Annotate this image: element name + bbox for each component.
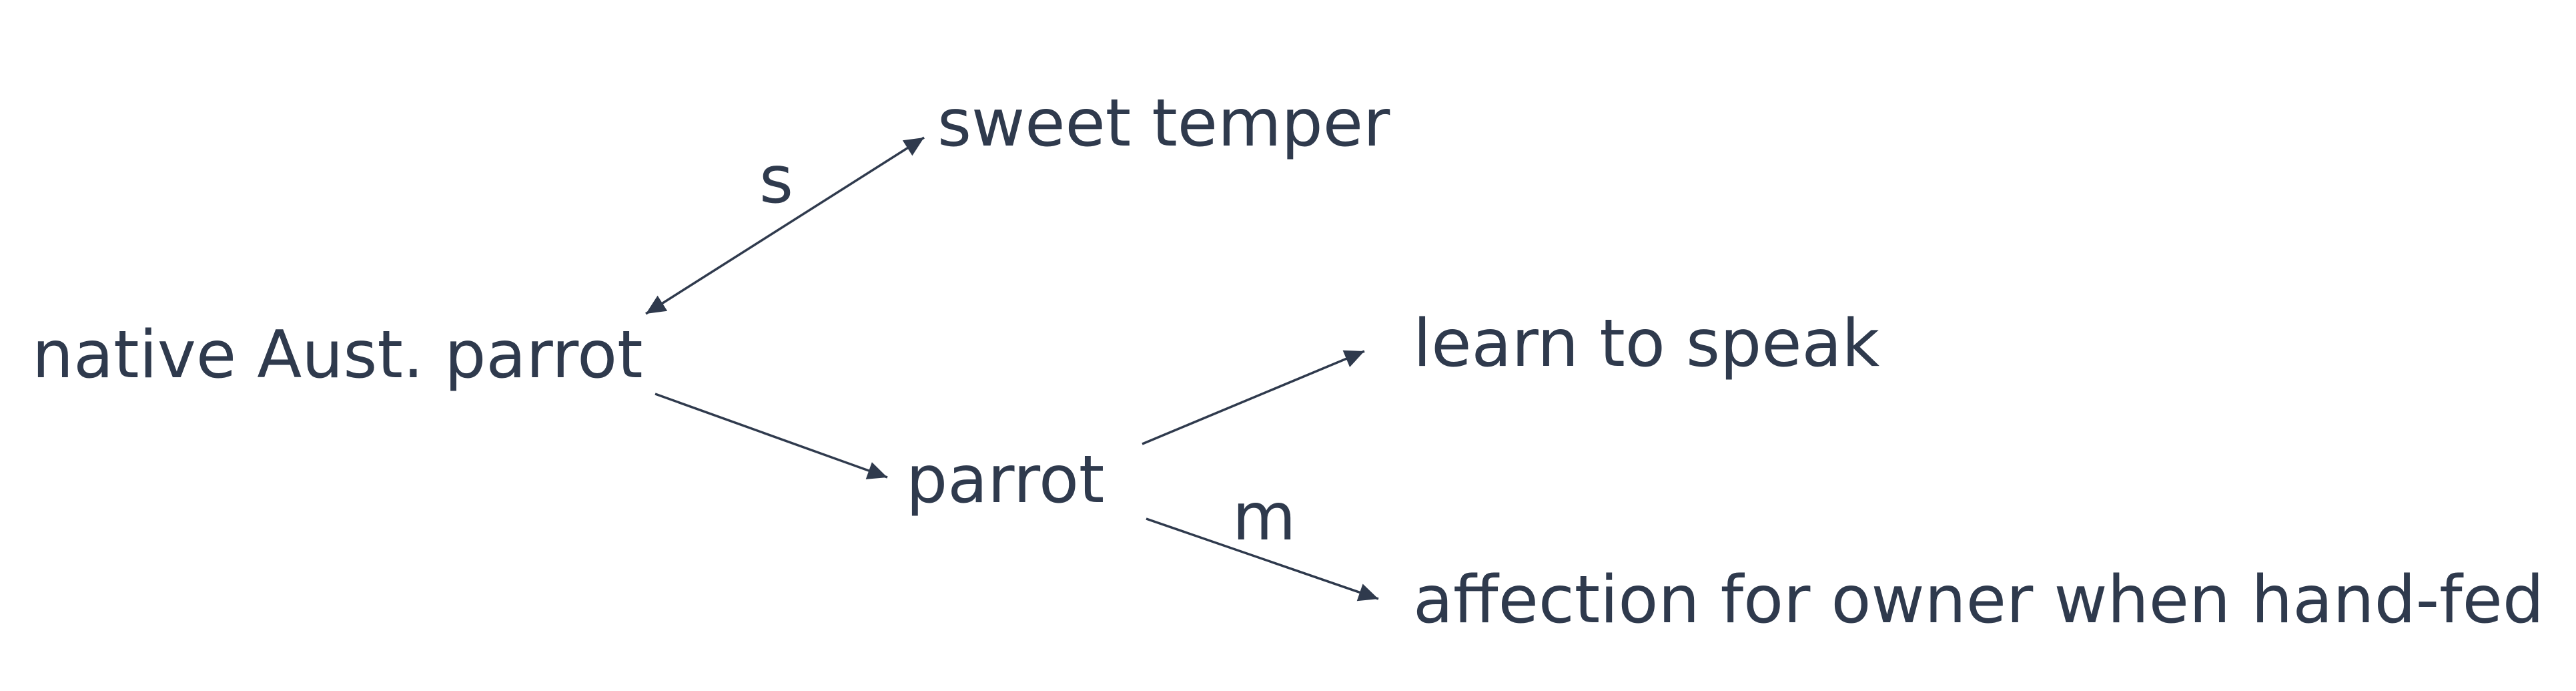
node-learn-to-speak: learn to speak [1413,306,1880,382]
node-parrot: parrot [906,442,1104,518]
edge-sweet-temper-native-parrot [645,136,925,315]
node-native-aust-parrot: native Aust. parrot [32,317,643,393]
node-affection-for-owner: affection for owner when hand-fed [1413,562,2544,638]
node-sweet-temper: sweet temper [937,85,1390,162]
edge-native-parrot-parrot [655,393,888,479]
edge-parrot-affection [1146,517,1379,602]
edge-parrot-learn-to-speak [1142,350,1365,445]
edge-label-s: s [759,142,793,218]
edge-label-m: m [1232,479,1296,555]
